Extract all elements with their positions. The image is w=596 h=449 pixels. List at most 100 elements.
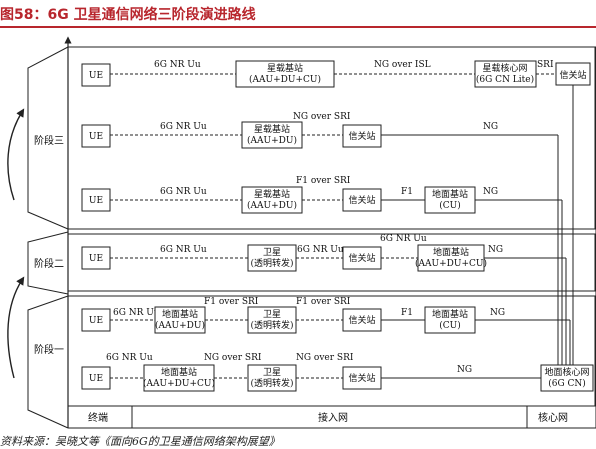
satellite-transparent: 卫星 (透明转发) [247,244,297,272]
link-label-f1: F1 [401,308,413,318]
svg-text:UE: UE [89,132,103,142]
stage-bracket-1 [27,295,69,429]
ue-node: UE [81,366,111,390]
svg-text:信关站: 信关站 [559,69,586,81]
gateway-node: 信关站 [342,188,382,212]
link-label-uu: 6G NR Uu [113,308,160,318]
ue-node: UE [81,188,111,212]
link-label-ng: NG [488,245,503,255]
gateway-node: 信关站 [342,308,382,332]
link-label-uu: 6G NR Uu [160,187,207,197]
link-label-uu: 6G NR Uu [160,122,207,132]
row-3: 6G NR Uu F1 over SRI F1 NG UE 星载基站 (AAU+… [81,176,562,214]
svg-text:地面基站: 地面基站 [162,308,198,320]
link-label-f1-over-sri: F1 over SRI [204,297,259,307]
svg-text:(透明转发): (透明转发) [250,377,293,389]
gateway-node: 信关站 [555,62,591,86]
architecture-diagram: 阶段三 阶段二 阶段一 6G NR Uu NG over ISL SRI UE … [7,36,596,429]
ground-base-station-full: 地面基站 (AAU+DU+CU) [415,244,487,272]
svg-text:信关站: 信关站 [348,252,375,264]
link-label-uu-2: 6G NR Uu [297,245,344,255]
link-label-isl: NG over ISL [374,60,431,70]
link-label-f1: F1 [401,187,413,197]
bottom-label-access: 接入网 [318,411,348,424]
svg-text:(透明转发): (透明转发) [250,319,293,331]
stage-bracket-3 [27,46,69,230]
ground-base-station-full: 地面基站 (AAU+DU+CU) [143,364,215,392]
svg-text:地面基站: 地面基站 [433,246,469,258]
satellite-transparent: 卫星 (透明转发) [247,306,297,334]
svg-text:UE: UE [89,316,103,326]
svg-text:星载基站: 星载基站 [267,62,303,74]
svg-text:地面基站: 地面基站 [432,188,468,200]
link-label-ng: NG [457,365,472,375]
svg-text:地面核心网: 地面核心网 [544,366,589,378]
ground-base-station-du: 地面基站 (AAU+DU) [154,306,206,334]
svg-text:UE: UE [89,254,103,264]
stage-3-label: 阶段三 [34,134,64,147]
ue-node: UE [81,246,111,270]
svg-text:UE: UE [89,71,103,81]
gateway-node: 信关站 [342,124,382,148]
gateway-node: 信关站 [342,246,382,270]
figure-title: 图58：6G 卫星通信网络三阶段演进路线 [0,7,256,23]
source-note: 资料来源：吴晓文等《面向6G的卫星通信网络架构展望》 [0,435,280,448]
link-label-f1-over-sri-2: F1 over SRI [296,297,351,307]
svg-text:(CU): (CU) [439,200,461,211]
svg-text:星载基站: 星载基站 [254,188,290,200]
row-2: 6G NR Uu NG over SRI NG UE 星载基站 (AAU+DU)… [81,112,558,149]
satellite-transparent: 卫星 (透明转发) [247,364,297,392]
evolution-arrow-upper [7,108,25,201]
svg-text:卫星: 卫星 [263,247,281,258]
svg-text:星载核心网: 星载核心网 [482,62,527,74]
satellite-base-station-du: 星载基站 (AAU+DU) [241,121,303,149]
svg-text:信关站: 信关站 [348,372,375,384]
svg-text:(CU): (CU) [439,320,461,331]
satellite-base-station-full: 星载基站 (AAU+DU+CU) [235,60,335,88]
svg-text:(AAU+DU): (AAU+DU) [247,200,297,211]
svg-text:(AAU+DU): (AAU+DU) [155,320,205,331]
satellite-core-network: 星载核心网 (6G CN Lite) [474,60,537,88]
bottom-label-core: 核心网 [538,411,568,424]
link-label-ng: NG [483,187,498,197]
svg-text:(透明转发): (透明转发) [250,257,293,269]
link-label-ng-over-sri: NG over SRI [293,112,351,122]
svg-text:(6G CN): (6G CN) [548,378,586,389]
core-connectors [557,85,574,365]
link-label-uu: 6G NR Uu [160,245,207,255]
svg-text:UE: UE [89,374,103,384]
panel-stage-1 [67,295,596,407]
ue-node: UE [81,124,111,148]
svg-text:地面基站: 地面基站 [432,308,468,320]
gateway-node: 信关站 [342,366,382,390]
svg-text:卫星: 卫星 [263,367,281,378]
svg-text:(6G CN Lite): (6G CN Lite) [476,74,534,85]
row-6: 6G NR Uu NG over SRI NG over SRI NG UE 地… [81,353,594,392]
link-label-uu-3: 6G NR Uu [380,234,427,244]
svg-text:UE: UE [89,196,103,206]
ue-node: UE [81,63,111,87]
svg-text:(AAU+DU+CU): (AAU+DU+CU) [415,258,487,269]
bottom-label-terminal: 终端 [88,411,108,424]
svg-text:(AAU+DU): (AAU+DU) [247,135,297,146]
satellite-base-station-du: 星载基站 (AAU+DU) [241,186,303,214]
evolution-arrow-lower [7,276,25,379]
panel-stage-3 [67,46,596,230]
row-4: 6G NR Uu 6G NR Uu 6G NR Uu NG UE 卫星 (透明转… [81,234,566,272]
row-1: 6G NR Uu NG over ISL SRI UE 星载基站 (AAU+DU… [81,60,591,88]
row-5: 6G NR Uu F1 over SRI F1 over SRI F1 NG U… [81,297,570,334]
svg-text:星载基站: 星载基站 [254,123,290,135]
panel-stage-2 [67,233,596,292]
svg-text:信关站: 信关站 [348,130,375,142]
svg-text:卫星: 卫星 [263,309,281,320]
link-label-f1-over-sri: F1 over SRI [296,176,351,186]
ground-core-network: 地面核心网 (6G CN) [540,364,594,392]
stage-bracket-2 [27,231,69,295]
title-rule [0,26,596,28]
svg-text:地面基站: 地面基站 [161,366,197,378]
link-label-uu: 6G NR Uu [106,353,153,363]
ground-base-station-cu: 地面基站 (CU) [424,306,476,334]
svg-text:信关站: 信关站 [348,314,375,326]
svg-text:(AAU+DU+CU): (AAU+DU+CU) [143,378,215,389]
link-label-ng-over-sri-2: NG over SRI [296,353,354,363]
